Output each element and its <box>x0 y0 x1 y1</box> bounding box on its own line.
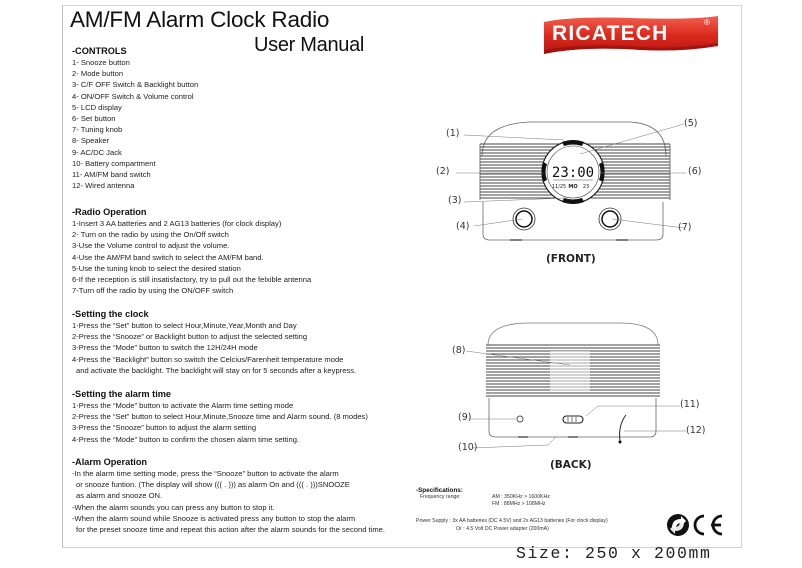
radio-front-illustration: 23:00 11/25 MO 23 <box>456 121 686 241</box>
callout-11: (11) <box>680 399 700 410</box>
callout-9: (9) <box>458 412 472 423</box>
instruction-line: 4-Press the “Mode” button to confirm the… <box>72 434 300 444</box>
radio-back-illustration <box>465 322 686 449</box>
control-item: 1- Snooze button <box>72 58 130 67</box>
callout-6: (6) <box>688 166 702 177</box>
callout-3: (3) <box>448 195 462 206</box>
control-item: 8- Speaker <box>72 136 110 146</box>
instruction-line: 2- Turn on the radio by using the On/Off… <box>72 230 229 240</box>
radio-operation-section: -Radio Operation 1-Insert 3 AA batteries… <box>72 206 311 296</box>
instruction-line: 7-Turn off the radio by using the ON/OFF… <box>72 286 234 296</box>
control-item: 5- LCD display <box>72 102 122 112</box>
control-item: 11- AM/FM band switch <box>72 170 151 180</box>
svg-text:23: 23 <box>583 184 589 190</box>
controls-heading: -CONTROLS <box>72 46 127 56</box>
manual-page <box>62 5 742 548</box>
instruction-line: 1-Press the “Mode” button to activate th… <box>72 401 294 410</box>
power-adapter: Or : 4.5 Volt DC Power adapter (200mA) <box>456 525 549 532</box>
setting-alarm-section: -Setting the alarm time 1-Press the “Mod… <box>72 388 368 445</box>
setting-alarm-heading: -Setting the alarm time <box>72 389 172 399</box>
instruction-line: 1-Insert 3 AA batteries and 2 AG13 batte… <box>72 219 282 228</box>
back-caption: (BACK) <box>550 459 592 471</box>
specifications-block: -Specifications: Frequency range: AM : 3… <box>416 487 608 533</box>
callout-2: (2) <box>436 166 450 177</box>
callout-8: (8) <box>452 345 466 356</box>
specifications-heading: -Specifications: <box>416 487 463 494</box>
callout-1: (1) <box>446 128 460 139</box>
front-caption: (FRONT) <box>546 253 596 265</box>
front-diagram: 23:00 11/25 MO 23 (1) (2) (3) (4) (5) (6… <box>430 110 720 270</box>
callout-5: (5) <box>684 118 698 129</box>
setting-clock-heading: -Setting the clock <box>72 309 149 319</box>
alarm-operation-section: -Alarm Operation -In the alarm time sett… <box>72 456 385 535</box>
callout-7: (7) <box>678 222 692 233</box>
instruction-line: 1-Press the “Set” button to select Hour,… <box>72 321 297 330</box>
callout-4: (4) <box>456 221 470 232</box>
radio-operation-heading: -Radio Operation <box>72 207 147 217</box>
ce-mark-icon <box>693 514 723 536</box>
back-diagram: (8) (9) (10) (11) (12) (BACK) <box>430 315 720 475</box>
instruction-line: 5-Use the tuning knob to select the desi… <box>72 263 241 273</box>
svg-text:23:00: 23:00 <box>552 165 594 181</box>
setting-clock-section: -Setting the clock 1-Press the “Set” but… <box>72 308 356 376</box>
instruction-line: 3-Use the Volume control to adjust the v… <box>72 241 230 251</box>
page-subtitle: User Manual <box>254 34 365 56</box>
am-range: AM : 350KHz > 1600KHz <box>492 494 550 500</box>
svg-text:11/25: 11/25 <box>552 184 566 190</box>
control-item: 4- ON/OFF Switch & Volume control <box>72 91 194 101</box>
svg-text:MO: MO <box>568 184 577 190</box>
instruction-line: 2-Press the “Snooze” or Backlight button… <box>72 332 308 342</box>
instruction-line: or snooze funtion. (The display will sho… <box>76 480 350 490</box>
control-item: 3- C/F OFF Switch & Backlight button <box>72 80 199 90</box>
page-title: AM/FM Alarm Clock Radio <box>70 7 330 32</box>
instruction-line: 3-Press the “Snooze” button to adjust th… <box>72 423 257 433</box>
instruction-line: 4-Press the “Backlight” button so switch… <box>72 354 344 364</box>
alarm-operation-heading: -Alarm Operation <box>72 457 148 467</box>
instruction-line: for the preset snooze time and repeat th… <box>76 525 385 535</box>
green-dot-recycle-icon <box>667 514 689 536</box>
instruction-line: and activate the backlight. The backligh… <box>76 365 357 375</box>
instruction-line: 2-Press the “Set” button to select Hour,… <box>72 412 368 422</box>
instruction-line: as alarm and snooze ON. <box>76 491 163 501</box>
instruction-line: 3-Press the “Mode” button to switch the … <box>72 343 258 353</box>
control-item: 12- Wired antenna <box>72 181 135 191</box>
control-item: 10- Battery compartment <box>72 158 156 168</box>
instruction-line: 6-If the reception is still insatisfacto… <box>72 275 312 285</box>
size-label: Size: 250 x 200mm <box>516 544 712 563</box>
certification-marks: CE <box>666 512 728 538</box>
control-item: 7- Tuning knob <box>72 125 123 135</box>
control-item: 6- Set button <box>72 114 116 124</box>
control-item: 2- Mode button <box>72 69 124 79</box>
frequency-label: Frequency range: <box>420 494 461 500</box>
callout-10: (10) <box>458 442 478 453</box>
ricatech-logo: RICATECH ® <box>542 16 720 58</box>
controls-section: -CONTROLS 1- Snooze button 2- Mode butto… <box>72 45 198 191</box>
registered-mark: ® <box>704 18 710 27</box>
instruction-line: 4-Use the AM/FM band switch to select th… <box>72 252 264 262</box>
brand-name: RICATECH <box>552 22 669 45</box>
callout-12: (12) <box>686 425 706 436</box>
power-supply: Power Supply : 3x AA batteries (DC 4.5V)… <box>416 518 608 524</box>
instruction-line: -When the alarm sounds you can press any… <box>72 502 275 512</box>
fm-range: FM : 88MHz > 108MHz <box>492 501 546 507</box>
instruction-line: -When the alarm sound while Snooze is ac… <box>72 513 356 523</box>
instruction-line: -In the alarm time setting mode, press t… <box>72 469 339 478</box>
control-item: 9- AC/DC Jack <box>72 147 122 157</box>
